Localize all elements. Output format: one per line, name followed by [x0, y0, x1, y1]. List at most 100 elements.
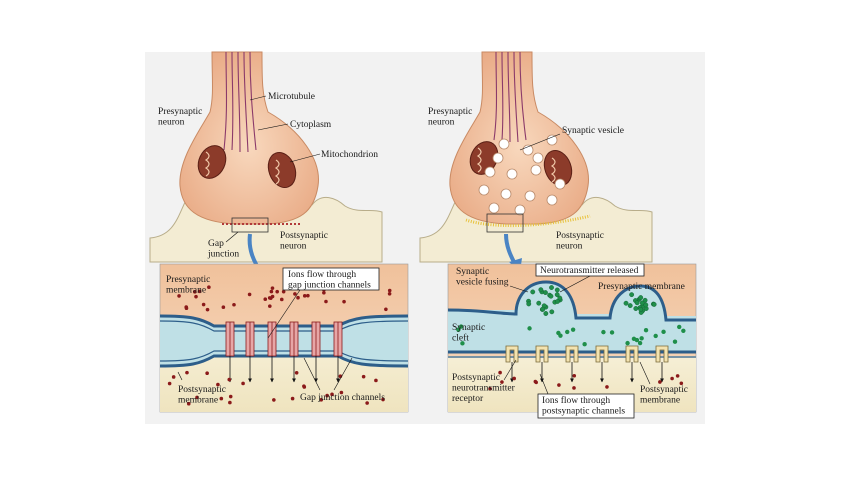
- ion-dot: [342, 299, 346, 304]
- neurotransmitter: [554, 292, 560, 298]
- neurotransmitter: [565, 329, 570, 335]
- ion-dot: [679, 381, 684, 386]
- ion-dot: [167, 381, 172, 386]
- neurotransmitter: [557, 295, 563, 301]
- ion-dot: [268, 304, 272, 308]
- label-mitochondrion: Mitochondrion: [321, 150, 378, 160]
- ion-dot: [572, 373, 577, 378]
- ion-dot: [488, 386, 492, 391]
- label-gap-junction-channels: Gap junction channels: [300, 393, 385, 403]
- ion-dot: [339, 390, 344, 395]
- right-neuron-illustration: [419, 51, 653, 272]
- neurotransmitter: [634, 300, 640, 306]
- neurotransmitter: [633, 306, 639, 311]
- left-inset: [159, 263, 409, 413]
- ion-dot: [263, 297, 268, 302]
- synaptic-vesicle: [524, 190, 536, 202]
- ion-dot: [177, 294, 181, 298]
- ion-dot: [171, 375, 176, 379]
- receptor: [505, 345, 519, 383]
- neurotransmitter: [677, 324, 682, 330]
- ion-dot: [185, 370, 189, 375]
- neurotransmitter: [548, 293, 554, 299]
- gap-junction-channel: [333, 321, 343, 383]
- synaptic-vesicle: [546, 194, 558, 206]
- synaptic-vesicle: [484, 166, 496, 178]
- ion-dot: [197, 289, 202, 294]
- ion-dot: [557, 383, 561, 387]
- ion-dot: [361, 374, 366, 379]
- neurotransmitter: [558, 333, 563, 338]
- receptor: [565, 345, 579, 383]
- ion-dot: [247, 292, 252, 297]
- neurotransmitter: [549, 285, 554, 290]
- ion-dot: [365, 401, 369, 405]
- ion-dot: [675, 374, 680, 378]
- synaptic-vesicle: [500, 188, 512, 200]
- neurotransmitter: [549, 309, 555, 315]
- mitochondrion-left-1: [197, 145, 227, 179]
- neurotransmitter: [582, 342, 587, 347]
- ion-dot: [306, 293, 310, 298]
- ion-dot: [387, 288, 392, 293]
- ion-dot: [270, 294, 275, 299]
- synaptic-vesicle: [514, 204, 526, 216]
- ion-dot: [194, 294, 198, 299]
- ion-dot: [324, 299, 328, 304]
- ion-dot: [302, 385, 307, 389]
- ion-dot: [322, 290, 326, 295]
- neurotransmitter: [538, 287, 544, 293]
- neurotransmitter: [458, 324, 464, 329]
- neurotransmitter: [627, 303, 633, 309]
- neurotransmitter: [530, 289, 536, 295]
- ion-dot: [232, 302, 236, 307]
- synapse-highlight: [486, 213, 524, 233]
- ion-dot: [381, 397, 385, 402]
- neurotransmitter: [543, 311, 549, 316]
- neurotransmitter: [639, 336, 644, 341]
- neurotransmitter: [625, 340, 630, 346]
- ion-dot: [533, 379, 538, 384]
- gap-junction-channel: [267, 321, 277, 383]
- ion-dot: [325, 393, 329, 398]
- synaptic-vesicle: [506, 168, 518, 180]
- callout-ions-flow-gap: [282, 267, 380, 291]
- ion-dot: [227, 377, 232, 382]
- ion-dot: [572, 386, 576, 390]
- ion-dot: [290, 396, 295, 401]
- ion-dot: [184, 306, 189, 311]
- ion-dots-right: [488, 370, 684, 391]
- ion-dot: [281, 289, 286, 294]
- ion-dot: [186, 401, 191, 406]
- neurotransmitter: [460, 341, 465, 346]
- ion-dot: [319, 398, 323, 402]
- label-cytoplasm: Cytoplasm: [290, 120, 332, 130]
- ion-dot: [269, 289, 274, 294]
- neurotransmitter: [643, 328, 649, 333]
- neurotransmitter: [681, 328, 686, 333]
- neurotransmitter: [638, 295, 644, 300]
- ion-dot: [228, 400, 232, 405]
- ion-dot: [512, 376, 516, 381]
- label-presynaptic-membrane-right: Presynaptic membrane: [598, 282, 685, 292]
- label-microtubule: Microtubule: [268, 92, 315, 102]
- synaptic-vesicles: [478, 134, 566, 216]
- gap-junction-channel: [245, 321, 255, 383]
- ion-dot: [205, 371, 209, 375]
- ion-dot: [293, 292, 297, 296]
- ion-dot: [384, 307, 388, 312]
- right-inset: [447, 263, 697, 419]
- label-neurotransmitter-released: Neurotransmitter released: [540, 266, 639, 276]
- neurotransmitter: [570, 327, 576, 332]
- neurotransmitter: [643, 302, 649, 308]
